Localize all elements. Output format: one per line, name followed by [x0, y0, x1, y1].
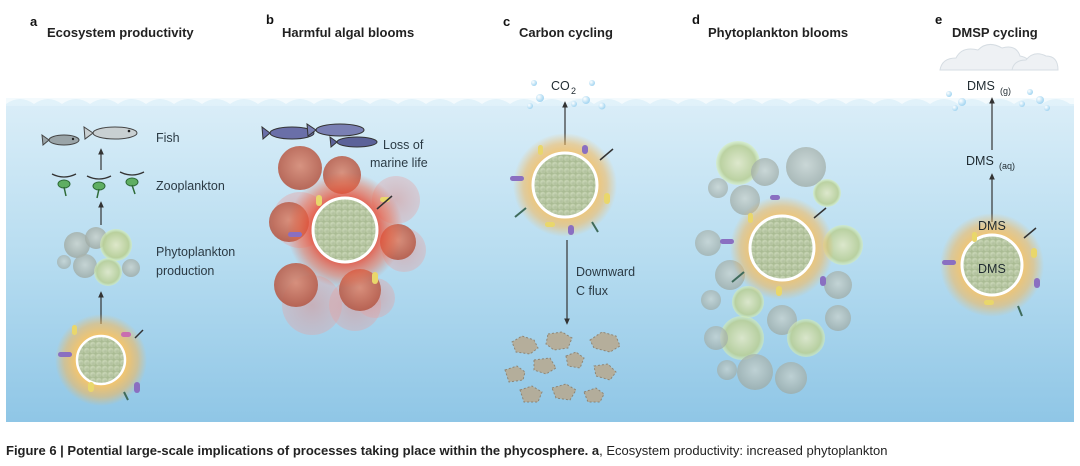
zooplankton-icon — [51, 173, 77, 197]
fish-icon — [329, 135, 378, 148]
panel-b-title: b Harmful algal blooms — [266, 12, 414, 40]
cloud-icon — [939, 44, 1059, 71]
label-fish: Fish — [156, 131, 180, 145]
label-downward-line2: C flux — [576, 284, 609, 298]
panel-c-heading: Carbon cycling — [519, 25, 613, 40]
label-zooplankton: Zooplankton — [156, 179, 225, 193]
phytoplankton-bloom-cluster — [695, 141, 863, 394]
label-phyto-line1: Phytoplankton — [156, 245, 235, 259]
co2-label-sub: 2 — [571, 86, 576, 96]
label-loss-line1: Loss of — [383, 138, 424, 152]
fish-icon — [306, 123, 365, 137]
dms-gas-label: DMS (g) — [967, 79, 1011, 96]
caption-bold-letter: a — [591, 443, 600, 458]
sinking-particles — [504, 331, 621, 403]
phycosphere-cell-e — [940, 213, 1044, 317]
panel-a-letter: a — [30, 14, 38, 29]
panel-b-letter: b — [266, 12, 274, 27]
phycosphere-cell-a — [55, 314, 147, 406]
panel-c-title: c Carbon cycling — [503, 14, 613, 40]
phycosphere-cell-c — [510, 133, 617, 237]
dead-fish-group — [261, 123, 378, 148]
dms-aq-label: DMS (aq) — [966, 154, 1015, 171]
co2-label-main: CO — [551, 79, 570, 93]
figure-caption: Figure 6 | Potential large-scale implica… — [6, 443, 1076, 458]
dms-aq-sub: (aq) — [999, 161, 1015, 171]
panel-a-heading: Ecosystem productivity — [47, 25, 194, 40]
harmful-bloom-cluster — [269, 146, 426, 335]
panel-e-title: e DMSP cycling — [935, 12, 1038, 40]
zooplankton-group — [51, 171, 145, 199]
panel-d-heading: Phytoplankton blooms — [708, 25, 848, 40]
caption-text: , Ecosystem productivity: increased phyt… — [599, 443, 888, 458]
caption-bold: Figure 6 | Potential large-scale implica… — [6, 443, 589, 458]
panel-e-letter: e — [935, 12, 942, 27]
panel-d-title: d Phytoplankton blooms — [692, 12, 848, 40]
label-phyto-line2: production — [156, 264, 214, 278]
co2-label: CO 2 — [551, 79, 576, 96]
sky-background — [0, 0, 1080, 104]
fish-icon — [41, 133, 80, 146]
dms-gas-sub: (g) — [1000, 86, 1011, 96]
dms-cell-top-label: DMS — [978, 219, 1006, 233]
co2-bubbles — [527, 80, 606, 110]
panel-d-letter: d — [692, 12, 700, 27]
dms-gas-main: DMS — [967, 79, 995, 93]
panel-a-title: a Ecosystem productivity — [30, 14, 194, 40]
fish-icon — [261, 125, 315, 141]
dms-cell-inner-label: DMS — [978, 262, 1006, 276]
phytoplankton-cluster-a — [57, 227, 140, 286]
label-loss-line2: marine life — [370, 156, 428, 170]
panel-c-letter: c — [503, 14, 510, 29]
dms-aq-main: DMS — [966, 154, 994, 168]
zooplankton-icon — [86, 175, 112, 199]
label-downward-line1: Downward — [576, 265, 635, 279]
panel-b-heading: Harmful algal blooms — [282, 25, 414, 40]
zooplankton-icon — [119, 171, 145, 195]
panel-a-fish-group — [41, 126, 138, 146]
fish-icon — [83, 126, 138, 140]
panel-e-heading: DMSP cycling — [952, 25, 1038, 40]
dms-bubbles — [946, 89, 1050, 111]
